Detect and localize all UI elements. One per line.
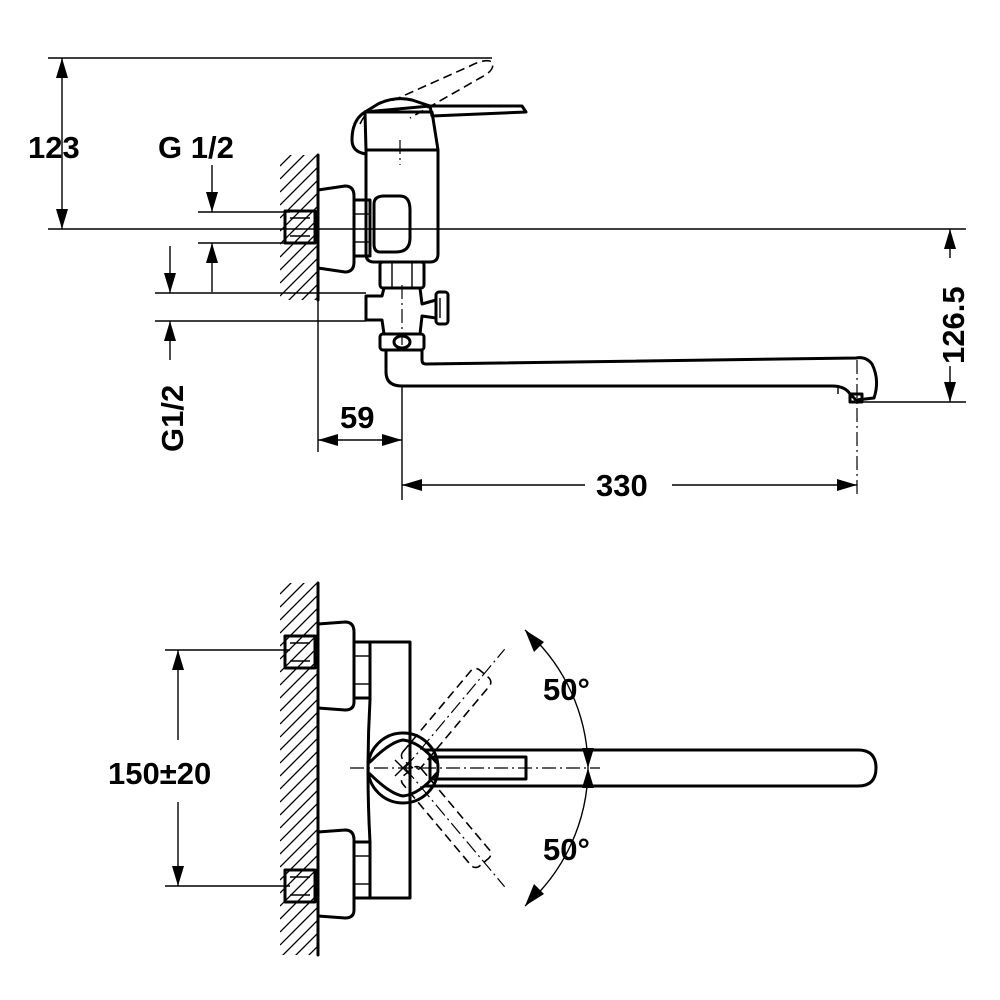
- rosette-lower: [316, 828, 356, 920]
- hatch-line: [280, 543, 318, 581]
- body-housing: [364, 148, 440, 264]
- hatch-line: [280, 310, 318, 348]
- hatch-line: [280, 155, 305, 180]
- dim-126-5-label: 126.5: [936, 286, 971, 364]
- hatch-line: [280, 257, 318, 297]
- angle-arc-up: 50°: [524, 629, 594, 769]
- top-view: 50° 50° 150±20: [108, 543, 878, 1000]
- hatch-line: [280, 711, 318, 751]
- hatch-line: [280, 155, 318, 193]
- hatch-line: [280, 750, 318, 790]
- nut-upper: [352, 640, 372, 700]
- dim-g12-top-label: G 1/2: [158, 130, 234, 165]
- hatch-line: [280, 776, 318, 816]
- spout: [384, 348, 879, 402]
- wall-hatch-bottom: [280, 543, 318, 1000]
- hatch-line: [280, 789, 318, 829]
- hatch-line: [280, 583, 292, 595]
- dim-123: 123: [28, 58, 80, 229]
- hatch-line: [280, 594, 318, 634]
- dim-150: 150±20: [108, 649, 290, 887]
- dim-330-label: 330: [596, 468, 648, 503]
- aerator: [848, 392, 864, 404]
- hatch-line: [288, 270, 318, 300]
- hatch-line: [280, 218, 318, 258]
- hatch-line: [280, 959, 318, 997]
- inlet-fitting: [283, 209, 317, 245]
- hatch-line: [280, 115, 318, 153]
- lever-base: [363, 97, 432, 114]
- hatch-line: [314, 296, 318, 300]
- hatch-line: [280, 583, 305, 608]
- hatch-line: [280, 893, 318, 933]
- hatch-line: [280, 672, 318, 712]
- hatch-line: [280, 336, 318, 374]
- inlet-lower: [283, 828, 372, 920]
- angle-arc-down: 50°: [524, 767, 594, 907]
- hatch-line: [280, 646, 318, 686]
- crossbar-body: [366, 640, 412, 900]
- inlet-fitting-upper: [283, 634, 317, 670]
- spout-top: [423, 748, 878, 788]
- rosette-upper: [316, 620, 356, 712]
- dim-g12-top: G 1/2: [158, 130, 290, 292]
- angle-up-label: 50°: [543, 672, 590, 707]
- lever-cap-back: [350, 110, 368, 156]
- hatch-line: [280, 737, 318, 777]
- hatch-line: [280, 724, 318, 764]
- nut-lower: [352, 840, 372, 900]
- cartridge-hub: [366, 731, 440, 805]
- hatch-line: [280, 244, 318, 284]
- hatch-line: [295, 932, 318, 955]
- connector-nut: [352, 198, 372, 258]
- hatch-line: [280, 323, 318, 361]
- lever-raised-outline: [359, 59, 494, 125]
- diverter-body: [364, 286, 438, 336]
- hatch-line: [280, 880, 318, 920]
- hatch-line: [280, 583, 318, 621]
- hatch-line: [280, 231, 318, 271]
- upper-nut: [378, 260, 426, 290]
- dim-g12-side: G1/2: [155, 246, 366, 452]
- hatch-line: [280, 685, 318, 725]
- hatch-line: [280, 972, 318, 1000]
- lever-cap: [363, 110, 440, 152]
- dim-123-label: 123: [28, 130, 80, 165]
- diverter-knob: [434, 290, 450, 326]
- hatch-line: [308, 945, 318, 955]
- dim-150-label: 150±20: [108, 756, 211, 791]
- hatch-line: [280, 802, 318, 842]
- hatch-line: [280, 155, 292, 167]
- mixer-body: [350, 59, 528, 264]
- hatch-line: [282, 919, 318, 955]
- hatch-line: [280, 659, 318, 699]
- hatch-line: [280, 166, 318, 206]
- dim-g12-side-label: G1/2: [155, 385, 190, 452]
- inlet-upper: [283, 620, 372, 712]
- diverter-assembly: [364, 260, 450, 352]
- hatch-line: [280, 815, 318, 855]
- wall-rosette: [316, 184, 356, 274]
- hatch-line: [280, 763, 318, 803]
- dim-59: 59: [317, 300, 403, 500]
- lever-handle: [428, 104, 528, 118]
- dim-330: 330: [402, 468, 857, 503]
- hatch-line: [280, 828, 318, 868]
- hatch-line: [280, 698, 318, 738]
- hatch-line: [280, 985, 318, 1000]
- angle-down-label: 50°: [543, 832, 590, 867]
- side-view: 123 G 1/2 G1/2: [28, 57, 971, 503]
- hatch-line: [301, 283, 318, 300]
- eccentric-connector: [283, 184, 372, 274]
- body-boss: [372, 194, 412, 254]
- dim-126-5: 126.5: [936, 229, 971, 402]
- hatch-line: [280, 906, 318, 946]
- dim-59-label: 59: [340, 400, 374, 435]
